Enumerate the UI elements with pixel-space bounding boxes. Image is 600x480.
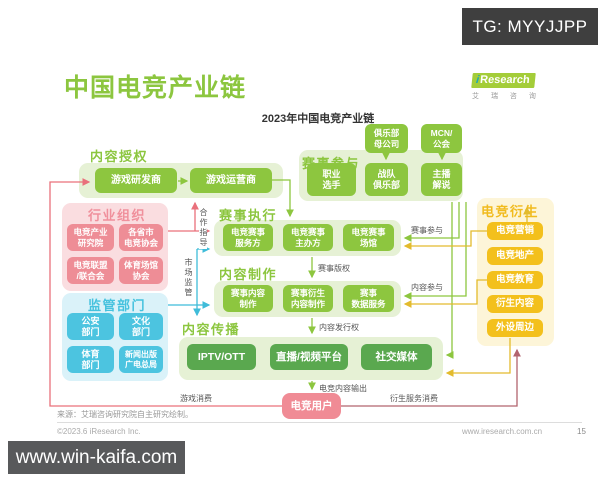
telegram-badge: TG: MYYJJPP	[462, 8, 598, 45]
watermark-badge: www.win-kaifa.com	[8, 441, 185, 474]
footer-divider	[57, 422, 582, 423]
flow-label-event-copyright: 赛事版权	[318, 264, 350, 273]
node-game-developer: 游戏研发商	[95, 168, 177, 193]
section-title-content-production: 内容制作	[219, 267, 278, 282]
flow-label-cooperation-guidance: 合作指导	[199, 207, 208, 249]
node-streamer-commentator: 主播 解说	[421, 163, 462, 196]
section-title-industry-orgs: 行业组织	[88, 208, 147, 223]
flow-label-market-supervision: 市场监管	[184, 257, 193, 299]
footer-website: www.iresearch.com.cn	[462, 427, 543, 436]
diagram-title: 2023年中国电竞产业链	[261, 113, 375, 125]
section-title-event-participation: 赛事参与	[302, 156, 361, 171]
node-culture-dept: 文化 部门	[119, 313, 163, 340]
footer-page-number: 15	[577, 427, 586, 436]
page-title: 中国电竞产业链	[64, 74, 247, 102]
flow-label-esports-content-output: 电竞内容输出	[319, 384, 367, 393]
node-club-parent-company: 俱乐部 母公司	[365, 124, 408, 153]
flow-label-content-distribution-rights: 内容发行权	[319, 323, 359, 332]
node-event-organizer: 电竞赛事 主办方	[283, 224, 333, 251]
section-title-content-distribution: 内容传播	[182, 322, 241, 337]
node-iptv-ott: IPTV/OTT	[187, 344, 256, 370]
flow-label-game-consumption: 游戏消费	[180, 394, 212, 403]
footer-source: 来源：艾瑞咨询研究院自主研究绘制。	[57, 410, 193, 419]
node-social-media: 社交媒体	[361, 344, 432, 370]
node-esports-marketing: 电竞营销	[487, 222, 543, 240]
node-pro-player: 职业 选手	[307, 163, 356, 196]
section-title-derivatives: 电竞衍生	[481, 204, 540, 219]
flow-label-content-participation: 内容参与	[411, 283, 443, 292]
iresearch-logo-band: iResearch	[471, 73, 536, 88]
node-esports-union: 电竞联盟 /联合会	[67, 257, 114, 284]
node-derivative-content: 衍生内容	[487, 295, 543, 313]
node-derivative-content-production: 赛事衍生 内容制作	[283, 285, 333, 312]
node-esports-user: 电竞用户	[282, 393, 341, 419]
node-press-publication: 新闻出版 广电总局	[119, 346, 163, 373]
node-public-security: 公安 部门	[67, 313, 114, 340]
node-stadium-assoc: 体育场馆 协会	[119, 257, 163, 284]
node-event-data-service: 赛事 数据服务	[343, 285, 394, 312]
flow-label-derivative-service-consumption: 衍生服务消费	[390, 394, 438, 403]
node-provincial-esports-assoc: 各省市 电竞协会	[119, 224, 163, 251]
node-peripherals: 外设周边	[487, 319, 543, 337]
iresearch-logo-brand: Research	[479, 74, 531, 86]
node-sports-dept: 体育 部门	[67, 346, 114, 373]
node-esports-industry-institute: 电竞产业 研究院	[67, 224, 114, 251]
node-esports-education: 电竞教育	[487, 271, 543, 289]
section-title-event-execution: 赛事执行	[219, 208, 278, 223]
node-team-club: 战队 俱乐部	[365, 163, 408, 196]
node-event-venue: 电竞赛事 场馆	[343, 224, 394, 251]
flow-label-event-participation: 赛事参与	[411, 226, 443, 235]
node-mcn-guild: MCN/ 公会	[421, 124, 462, 153]
node-live-video-platform: 直播/视频平台	[270, 344, 348, 370]
node-esports-real-estate: 电竞地产	[487, 247, 543, 265]
iresearch-logo-caption: 艾 瑞 咨 询	[472, 93, 541, 100]
section-title-regulators: 监管部门	[88, 298, 147, 313]
node-event-content-production: 赛事内容 制作	[223, 285, 273, 312]
node-game-operator: 游戏运营商	[190, 168, 272, 193]
node-event-service-provider: 电竞赛事 服务方	[223, 224, 273, 251]
section-title-content-licensing: 内容授权	[90, 149, 149, 164]
footer-copyright: ©2023.6 iResearch Inc.	[57, 427, 141, 436]
iresearch-logo: iResearch 艾 瑞 咨 询	[471, 70, 542, 101]
